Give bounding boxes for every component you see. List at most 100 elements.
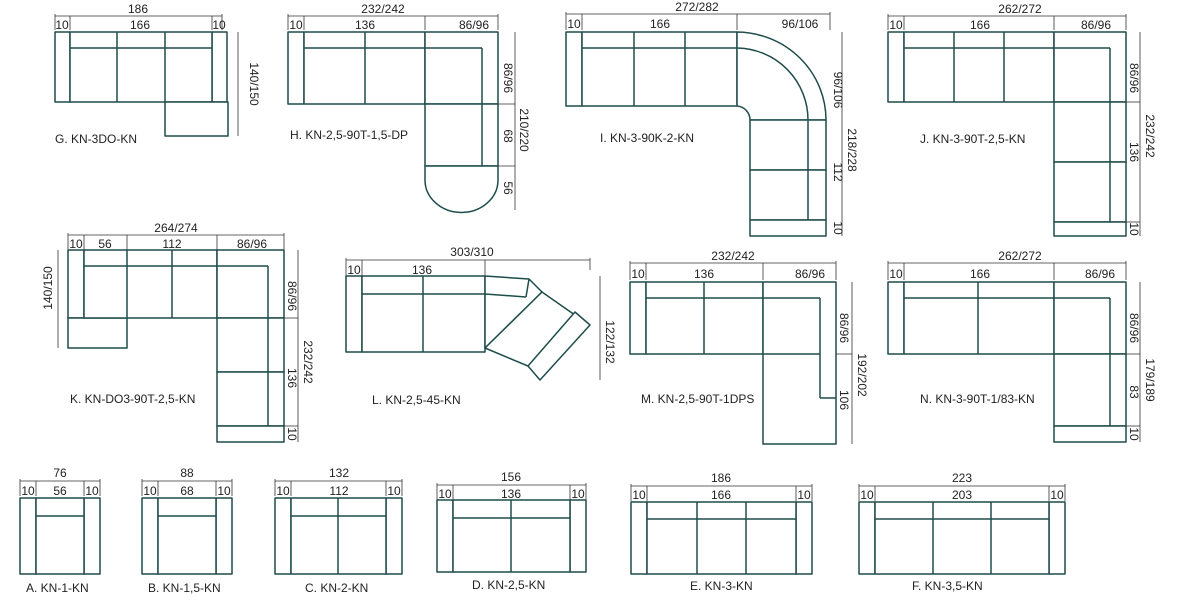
dim-total-width: 186 bbox=[128, 2, 148, 16]
dim-arm-right: 10 bbox=[387, 484, 401, 498]
dim-arm-right: 10 bbox=[217, 484, 231, 498]
dim-total-depth: 210/220 bbox=[517, 108, 531, 152]
dim-arm-right: 10 bbox=[85, 484, 99, 498]
model-label-f: F. KN-3,5-KN bbox=[912, 579, 983, 593]
dim-corner: 86/96 bbox=[1081, 18, 1111, 32]
model-g: 186 10 166 10 140/150 G. KN-3DO-KN bbox=[54, 2, 261, 146]
dim-seat-width: 136 bbox=[412, 263, 432, 277]
dim-total-depth: 232/242 bbox=[1143, 114, 1157, 158]
model-label-i: I. KN-3-90K-2-KN bbox=[600, 131, 694, 145]
dim-arm-end: 10 bbox=[1127, 427, 1141, 441]
model-i: 272/282 10 166 96/106 96/106 218/228 112… bbox=[565, 0, 859, 237]
dim-seat-depth: 83 bbox=[1127, 385, 1141, 399]
dim-corner-depth: 86/96 bbox=[501, 63, 515, 93]
dim-arm-end: 10 bbox=[285, 427, 299, 441]
model-label-c: C. KN-2-KN bbox=[305, 581, 368, 595]
model-n: 262/272 10 166 86/96 86/96 179/189 83 10… bbox=[887, 249, 1157, 443]
dim-seat-width: 68 bbox=[180, 484, 194, 498]
model-j: 262/272 10 166 86/96 86/96 232/242 136 1… bbox=[887, 2, 1157, 237]
dim-arm-left: 10 bbox=[55, 18, 69, 32]
dim-arm-end: 10 bbox=[1127, 222, 1141, 236]
dim-total-width: 232/242 bbox=[711, 249, 755, 263]
dim-seat-width: 136 bbox=[501, 487, 521, 501]
model-label-j: J. KN-3-90T-2,5-KN bbox=[920, 132, 1025, 146]
dim-seat-width: 166 bbox=[970, 18, 990, 32]
model-label-e: E. KN-3-KN bbox=[690, 579, 753, 593]
dim-arm: 10 bbox=[889, 18, 903, 32]
model-m: 232/242 10 136 86/96 86/96 192/202 106 M… bbox=[629, 249, 869, 445]
dim-total-width: 76 bbox=[53, 466, 67, 480]
model-h: 232/242 10 136 86/96 86/96 210/220 68 56… bbox=[287, 2, 531, 214]
dim-seat-depth: 136 bbox=[1127, 142, 1141, 162]
dim-seat-width: 136 bbox=[694, 267, 714, 281]
dim-arm-left: 10 bbox=[860, 488, 874, 502]
dim-seat-width: 166 bbox=[970, 267, 990, 281]
model-e: 186 10 166 10 E. KN-3-KN bbox=[630, 471, 813, 593]
dim-arm-right: 10 bbox=[212, 18, 226, 32]
dim-seat-width: 136 bbox=[355, 18, 375, 32]
model-a: 76 10 56 10 A. KN-1-KN bbox=[19, 466, 101, 595]
dim-arm-left: 10 bbox=[143, 484, 157, 498]
dim-total-width: 223 bbox=[952, 471, 972, 485]
dim-corner-depth: 86/96 bbox=[1127, 63, 1141, 93]
model-label-k: K. KN-DO3-90T-2,5-KN bbox=[70, 392, 195, 406]
model-label-h: H. KN-2,5-90T-1,5-DP bbox=[290, 128, 408, 142]
dim-seat-width: 112 bbox=[329, 484, 348, 498]
model-label-b: B. KN-1,5-KN bbox=[148, 581, 221, 595]
dim-corner: 86/96 bbox=[1085, 267, 1115, 281]
dim-arm: 10 bbox=[289, 18, 303, 32]
dim-seat-width: 166 bbox=[711, 488, 731, 502]
dim-seat-depth: 136 bbox=[285, 368, 299, 388]
dim-arm: 10 bbox=[889, 267, 903, 281]
dim-seat-width: 166 bbox=[650, 17, 670, 31]
dim-total-depth: 218/228 bbox=[845, 128, 859, 172]
dim-open-end: 56 bbox=[98, 237, 112, 251]
model-b: 88 10 68 10 B. KN-1,5-KN bbox=[141, 466, 233, 595]
dim-arm: 10 bbox=[631, 267, 645, 281]
dim-total-depth: 232/242 bbox=[301, 340, 315, 384]
dim-chaise: 68 bbox=[501, 129, 515, 143]
dim-total-depth: 192/202 bbox=[855, 353, 869, 397]
dim-total-width: 156 bbox=[501, 470, 521, 484]
dim-corner: 96/106 bbox=[782, 17, 819, 31]
dim-seat-width: 112 bbox=[162, 237, 181, 251]
dim-total-width: 262/272 bbox=[998, 249, 1042, 263]
model-label-g: G. KN-3DO-KN bbox=[55, 132, 137, 146]
dim-corner: 86/96 bbox=[459, 18, 489, 32]
dim-corner-depth: 86/96 bbox=[1127, 313, 1141, 343]
model-f: 223 10 203 10 F. KN-3,5-KN bbox=[858, 471, 1066, 593]
dim-seat-width: 56 bbox=[53, 484, 67, 498]
model-k: 264/274 10 56 112 86/96 140/150 86/96 23… bbox=[41, 221, 315, 443]
dim-arm-left: 10 bbox=[276, 484, 290, 498]
dim-total-width: 272/282 bbox=[675, 0, 719, 14]
dim-end: 56 bbox=[501, 181, 515, 195]
model-c: 132 10 112 10 C. KN-2-KN bbox=[274, 466, 403, 595]
dim-corner: 86/96 bbox=[795, 267, 825, 281]
dim-arm-end: 10 bbox=[831, 221, 845, 235]
dim-total-width: 264/274 bbox=[154, 221, 198, 235]
model-label-n: N. KN-3-90T-1/83-KN bbox=[920, 392, 1035, 406]
dim-depth-left: 140/150 bbox=[41, 266, 55, 310]
dim-arm: 10 bbox=[567, 17, 581, 31]
dim-seat-width: 166 bbox=[130, 18, 150, 32]
model-d: 156 10 136 10 D. KN-2,5-KN bbox=[436, 470, 587, 592]
dim-depth: 122/132 bbox=[603, 320, 617, 364]
dim-depth: 140/150 bbox=[247, 62, 261, 106]
dim-arm-right: 10 bbox=[1050, 488, 1064, 502]
dim-corner-depth: 96/106 bbox=[831, 72, 845, 109]
dim-arm: 10 bbox=[347, 263, 361, 277]
dim-arm: 10 bbox=[69, 237, 83, 251]
dim-chaise-depth: 106 bbox=[837, 390, 851, 410]
dim-corner: 86/96 bbox=[237, 237, 267, 251]
dim-arm-left: 10 bbox=[21, 484, 35, 498]
model-label-l: L. KN-2,5-45-KN bbox=[372, 393, 461, 407]
model-l: 303/310 10 136 122/132 L. KN-2,5-45-KN bbox=[345, 245, 617, 407]
dim-total-depth: 179/189 bbox=[1143, 358, 1157, 402]
dim-seat-width: 203 bbox=[952, 488, 972, 502]
dim-arm-right: 10 bbox=[571, 487, 585, 501]
dim-arm-left: 10 bbox=[632, 488, 646, 502]
dim-arm-right: 10 bbox=[797, 488, 811, 502]
model-label-d: D. KN-2,5-KN bbox=[472, 578, 545, 592]
dim-corner-depth: 86/96 bbox=[837, 313, 851, 343]
